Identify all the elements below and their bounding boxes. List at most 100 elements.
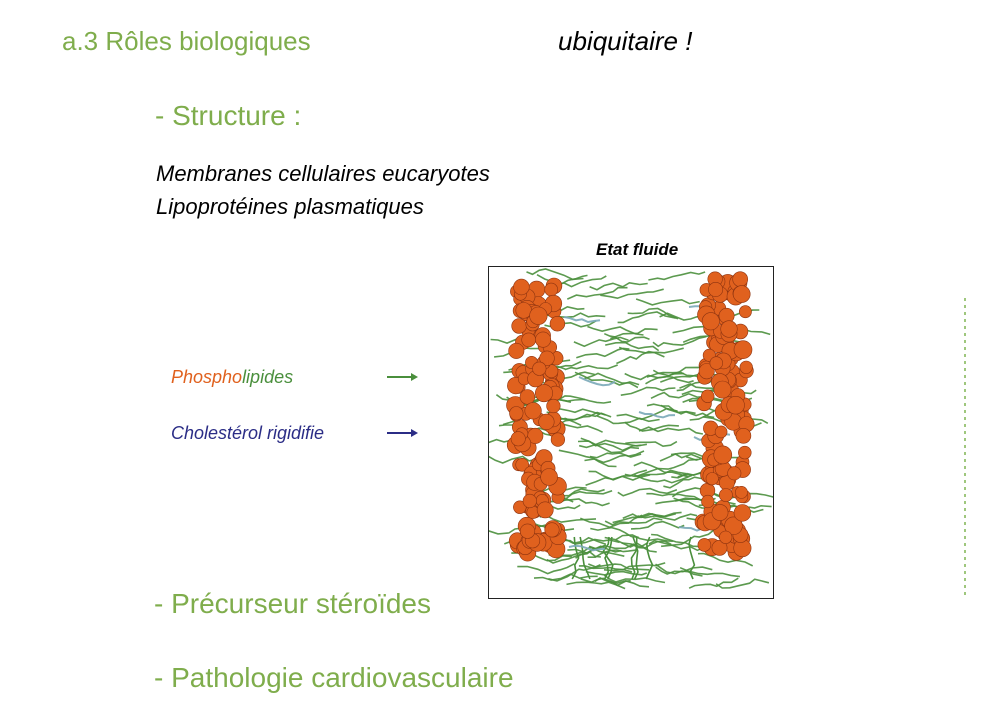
phospholipid-head bbox=[734, 485, 748, 499]
lipid-tail bbox=[564, 364, 618, 371]
phospholipid-head bbox=[515, 458, 530, 472]
structure-item-lipoproteines: Lipoprotéines plasmatiques bbox=[156, 194, 424, 219]
lipid-tail bbox=[646, 371, 704, 380]
lipid-tail bbox=[646, 492, 702, 501]
phospholipid-head bbox=[508, 342, 525, 359]
lipid-tail bbox=[558, 449, 617, 468]
lipid-tail bbox=[645, 375, 694, 385]
label-phospho-part: Phospho bbox=[171, 367, 243, 387]
phospholipid-head bbox=[509, 406, 524, 421]
phospho-arrow-icon bbox=[387, 373, 418, 381]
lipid-tail bbox=[622, 511, 682, 519]
lipid-tail bbox=[600, 288, 664, 300]
phospholipid-head bbox=[735, 428, 752, 444]
phospholipid-head bbox=[540, 468, 558, 486]
phospholipid-head bbox=[709, 356, 724, 370]
phospholipid-head bbox=[550, 432, 566, 447]
phospholipid-head bbox=[714, 425, 728, 439]
phospholipid-head bbox=[701, 312, 720, 331]
lipid-tail bbox=[590, 526, 639, 539]
lipid-tail bbox=[715, 578, 770, 589]
phospholipid-head bbox=[732, 271, 748, 287]
phospholipid-head bbox=[739, 360, 753, 374]
lipid-tail bbox=[648, 539, 709, 552]
lipid-tail bbox=[645, 536, 654, 580]
phospholipid-head bbox=[726, 396, 745, 415]
lipid-tail bbox=[517, 563, 575, 575]
phospholipid-head bbox=[732, 285, 751, 303]
lipid-tail bbox=[596, 415, 660, 425]
cholesterol-molecule bbox=[578, 376, 616, 387]
decorative-dotted-line bbox=[964, 298, 966, 598]
lipid-tail bbox=[605, 341, 660, 352]
phospholipid-head bbox=[711, 539, 728, 556]
lipid-tail bbox=[574, 371, 640, 386]
phospholipid-head bbox=[713, 380, 732, 399]
lipid-tail bbox=[557, 395, 612, 404]
cholesterol-molecule bbox=[563, 316, 601, 324]
lipid-tail bbox=[663, 475, 709, 489]
ubiquitaire-emphasis: ubiquitaire ! bbox=[558, 26, 693, 56]
bullet-pathologie: - Pathologie cardiovasculaire bbox=[154, 662, 514, 693]
lipid-tail bbox=[637, 513, 698, 521]
lipid-tail bbox=[573, 336, 629, 348]
lipid-tail bbox=[533, 573, 598, 581]
lipid-tail bbox=[617, 487, 678, 497]
label-phospholipides: Phospholipides bbox=[171, 367, 293, 388]
lipid-tail bbox=[627, 307, 679, 320]
phospholipid-head bbox=[713, 445, 733, 465]
phospholipid-head bbox=[511, 318, 527, 334]
lipid-tail bbox=[546, 551, 601, 564]
bullet-precurseur: - Précurseur stéroïdes bbox=[154, 588, 431, 619]
phospholipid-head bbox=[733, 504, 752, 522]
phospholipid-head bbox=[724, 516, 743, 535]
phospholipid-head bbox=[546, 398, 561, 414]
phospholipid-head bbox=[519, 523, 536, 539]
lipid-tail bbox=[616, 350, 665, 365]
phospholipid-head bbox=[711, 504, 729, 521]
lipid-tail bbox=[652, 335, 707, 348]
lipid-tail bbox=[688, 577, 739, 589]
lipid-tail bbox=[585, 474, 651, 487]
slide-title: a.3 Rôles biologiques bbox=[62, 26, 311, 56]
lipid-tail bbox=[630, 520, 685, 530]
membrane-image bbox=[488, 266, 774, 599]
phospholipid-head bbox=[510, 431, 526, 447]
phospholipid-head bbox=[708, 282, 724, 297]
lipid-tail bbox=[526, 268, 584, 281]
membrane-simulation-illustration bbox=[489, 268, 773, 590]
phospholipid-head bbox=[524, 402, 542, 420]
phospholipid-head bbox=[535, 331, 552, 348]
phospholipid-head bbox=[701, 389, 715, 403]
lipid-tail bbox=[603, 574, 666, 584]
lipid-tail bbox=[602, 536, 614, 580]
lipid-tail bbox=[655, 566, 713, 575]
lipid-tail bbox=[620, 386, 676, 396]
phospholipid-head bbox=[519, 389, 536, 405]
lipid-tail bbox=[576, 347, 630, 359]
lipid-tail bbox=[610, 328, 658, 340]
lipid-tail bbox=[638, 426, 704, 435]
phospholipid-head bbox=[529, 306, 548, 325]
lipid-tail bbox=[630, 537, 638, 580]
phospholipid-head bbox=[513, 500, 527, 514]
phospholipid-head bbox=[705, 472, 719, 486]
lipid-tail bbox=[566, 581, 626, 590]
phospholipid-head bbox=[698, 363, 715, 380]
phospholipid-head bbox=[733, 340, 753, 359]
phospholipid-head bbox=[521, 332, 537, 348]
lipid-tail bbox=[579, 439, 648, 449]
phospholipid-head bbox=[738, 445, 752, 460]
lipid-tail bbox=[633, 461, 689, 478]
phospholipid-head bbox=[544, 282, 559, 297]
lipid-tail bbox=[648, 271, 706, 281]
lipid-tail bbox=[603, 536, 613, 580]
lipid-tail bbox=[603, 332, 650, 343]
lipid-tail bbox=[580, 577, 631, 587]
lipid-tail bbox=[615, 534, 673, 542]
lipid-tail bbox=[589, 281, 648, 291]
lipid-tail bbox=[616, 407, 678, 421]
phospholipid-head bbox=[536, 501, 554, 519]
lipid-tail bbox=[559, 498, 610, 507]
phospholipid-head bbox=[727, 466, 742, 481]
